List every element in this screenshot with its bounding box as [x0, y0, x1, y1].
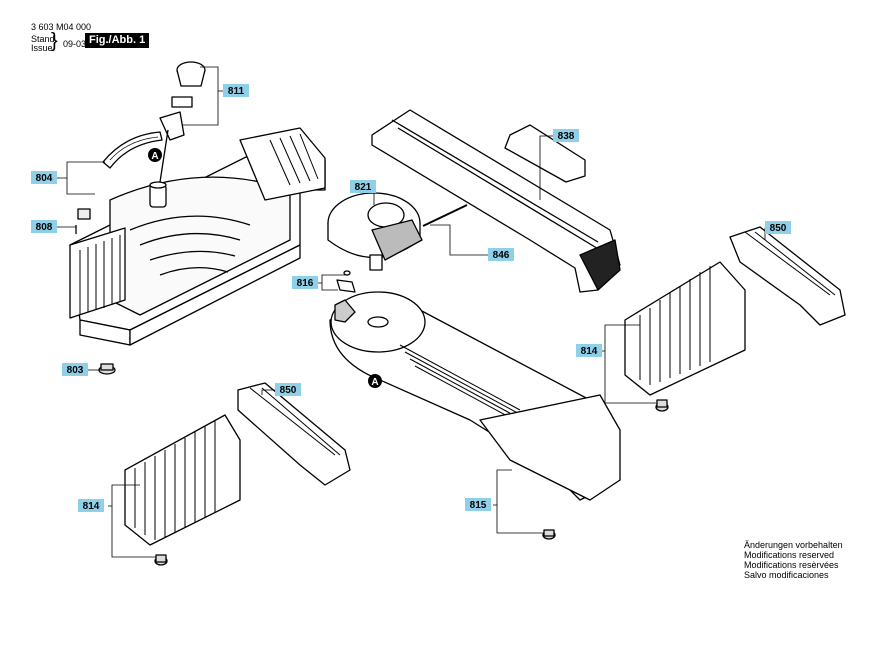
- callout-811: 811: [223, 84, 249, 97]
- left-base-part: [69, 127, 326, 375]
- note-english: Modifications reserved: [744, 550, 835, 560]
- callout-846: 846: [488, 248, 514, 261]
- svg-text:A: A: [371, 377, 378, 388]
- left-extension-part: [124, 382, 351, 566]
- issue-label: Issue: [31, 43, 53, 53]
- top-rail-part: [371, 109, 621, 293]
- callout-838: 838: [553, 129, 579, 142]
- issue-date: 09-03-17: [63, 39, 100, 49]
- svg-text:A: A: [151, 151, 158, 162]
- marker-a-top: A: [148, 148, 162, 162]
- callout-850-left: 850: [275, 383, 301, 396]
- callout-816: 816: [292, 276, 318, 289]
- brace-symbol: }: [51, 30, 58, 52]
- callout-815: 815: [465, 498, 491, 511]
- marker-a-bottom: A: [368, 374, 382, 388]
- center-arm-part: [327, 192, 621, 540]
- svg-text:808: 808: [36, 222, 53, 233]
- leader-lines: [55, 66, 773, 558]
- callout-labels: 811 804 808 803 838 821 816 846: [31, 84, 791, 512]
- svg-text:803: 803: [67, 365, 84, 376]
- svg-text:850: 850: [770, 223, 787, 234]
- svg-text:815: 815: [470, 500, 487, 511]
- callout-803: 803: [62, 363, 88, 376]
- callout-821: 821: [350, 180, 376, 193]
- note-french: Modifications resèrvées: [744, 560, 839, 570]
- svg-text:814: 814: [581, 346, 598, 357]
- knob-part: [159, 61, 206, 183]
- callout-814-right: 814: [576, 344, 602, 357]
- modification-notes: Änderungen vorbehalten Modifications res…: [744, 540, 843, 580]
- callout-814-left: 814: [78, 499, 104, 512]
- svg-text:821: 821: [355, 182, 372, 193]
- note-german: Änderungen vorbehalten: [744, 540, 843, 550]
- document-number: 3 603 M04 000: [31, 22, 92, 32]
- callout-808: 808: [31, 220, 57, 233]
- note-spanish: Salvo modificaciones: [744, 570, 829, 580]
- svg-text:811: 811: [228, 86, 245, 97]
- callout-804: 804: [31, 171, 57, 184]
- svg-text:846: 846: [493, 250, 510, 261]
- figure-title: Fig./Abb. 1: [85, 33, 150, 48]
- stand-label: Stand: [31, 34, 55, 44]
- svg-text:838: 838: [558, 131, 575, 142]
- svg-text:816: 816: [297, 278, 314, 289]
- callout-850-right: 850: [765, 221, 791, 234]
- svg-text:804: 804: [36, 173, 53, 184]
- svg-text:814: 814: [83, 501, 100, 512]
- right-extension-part: [624, 226, 846, 412]
- svg-text:850: 850: [280, 385, 297, 396]
